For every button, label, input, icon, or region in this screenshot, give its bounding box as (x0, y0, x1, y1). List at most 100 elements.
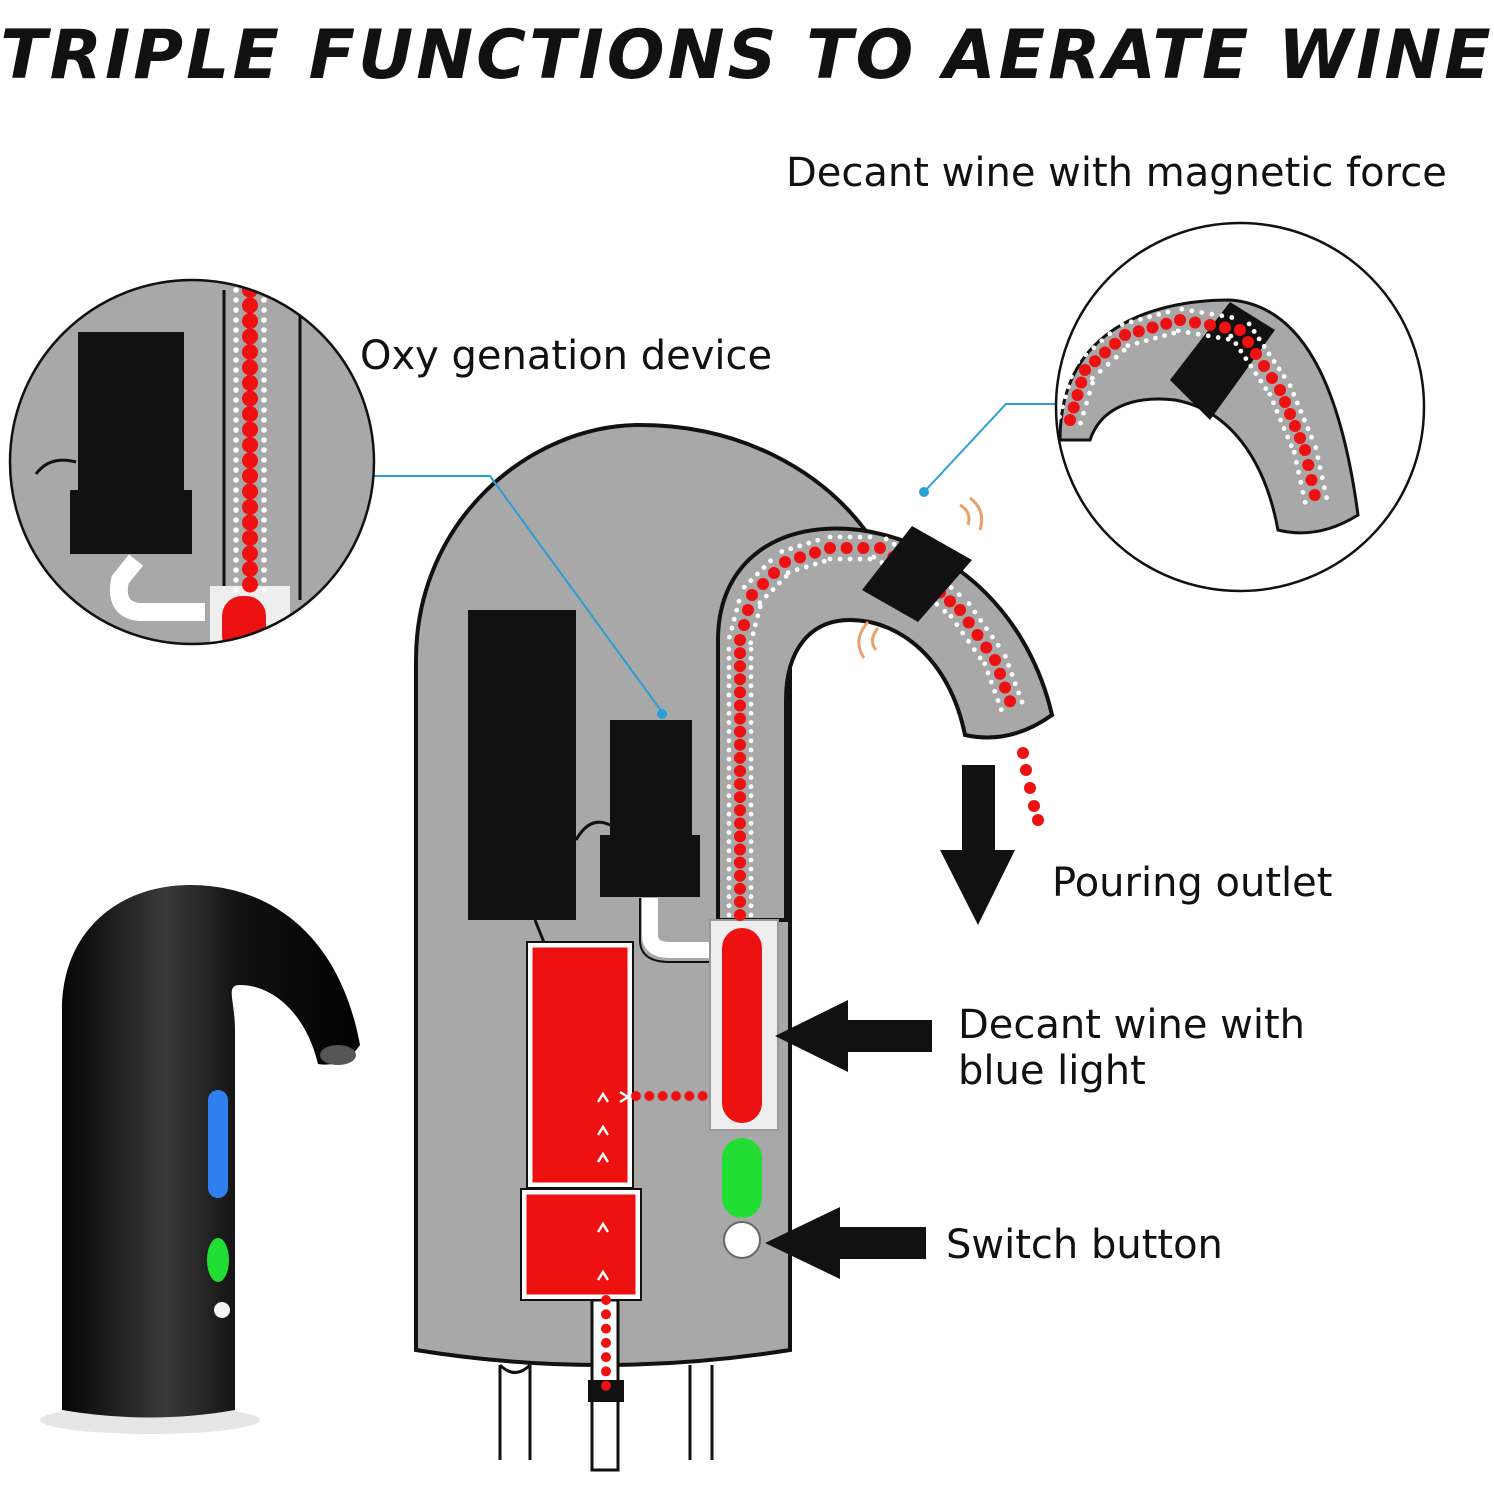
wine-bead (1009, 672, 1015, 677)
wine-bead (1205, 333, 1211, 339)
wine-bead (1089, 375, 1095, 381)
wine-bead (726, 655, 732, 661)
wine-bead (837, 534, 843, 540)
wine-bead (748, 756, 754, 762)
wine-bead (1125, 343, 1131, 349)
wine-bead (1160, 317, 1173, 330)
wine-bead (726, 848, 732, 854)
wine-bead (726, 839, 732, 845)
wine-bead (726, 747, 732, 753)
wine-bead (233, 357, 239, 363)
wine-bead (261, 437, 267, 443)
wine-bead (748, 665, 754, 670)
wine-bead (1278, 417, 1283, 423)
wine-bead (748, 848, 754, 854)
wine-bead (1002, 653, 1008, 659)
wine-bead (942, 608, 948, 614)
wine-bead (837, 556, 843, 562)
wine-bead (741, 584, 747, 590)
wine-bead (748, 857, 754, 863)
wine-bead (734, 895, 746, 908)
bottom-tube-left (498, 1363, 532, 1460)
wine-bead (726, 683, 732, 689)
wine-bead (748, 640, 754, 646)
wine-bead (966, 638, 971, 644)
wine-bead (261, 357, 267, 363)
wine-bead (734, 856, 746, 869)
wine-bead (954, 622, 960, 628)
wine-bead (746, 589, 758, 601)
wine-bead (1019, 699, 1025, 705)
wine-bead (748, 894, 754, 900)
wine-bead (871, 554, 877, 560)
wine-bead (785, 570, 791, 575)
wine-bead (233, 497, 239, 503)
wine-bead (1121, 347, 1127, 353)
pump-motor-outline (520, 1188, 642, 1301)
wine-bead (1078, 420, 1083, 426)
wine-bead (261, 567, 267, 573)
oxygenation-device-base (600, 835, 700, 897)
wine-bead (847, 556, 853, 562)
wine-bead (726, 811, 732, 817)
wine-bead (726, 701, 732, 707)
leader-dot-magnetic (919, 487, 929, 497)
wine-bead (601, 1380, 611, 1391)
wine-bead (734, 751, 746, 764)
wine-bead (726, 665, 732, 670)
wine-bead (989, 634, 995, 640)
wine-bead (1060, 404, 1065, 410)
wine-bead (1067, 401, 1080, 414)
wine-bead (726, 729, 732, 735)
wine-bead (748, 912, 754, 918)
wine-bead (261, 447, 267, 453)
wine-bead (1250, 348, 1262, 360)
wine-bead (1004, 695, 1016, 708)
wine-bead (261, 527, 267, 533)
wine-bead (742, 604, 754, 616)
wine-bead (631, 1091, 641, 1101)
wine-bead (261, 577, 267, 583)
wine-bead (1267, 391, 1273, 397)
label-magnetic-force: Decant wine with magnetic force (786, 150, 1447, 196)
wine-bead (734, 869, 746, 882)
wine-bead (726, 830, 732, 835)
leader-dot-oxy (657, 709, 667, 719)
wine-bead (757, 600, 763, 606)
white-hose-outline (639, 898, 716, 963)
wine-bead (242, 390, 258, 407)
wine-bead (753, 622, 758, 628)
wine-bead (748, 655, 754, 661)
wine-bead (233, 487, 239, 493)
wine-bead (989, 654, 1001, 666)
wine-bead (734, 764, 746, 777)
wine-bead (761, 565, 767, 570)
wine-bead (261, 497, 267, 503)
wine-bead (867, 556, 873, 562)
wine-bead (261, 327, 267, 333)
wine-bead (962, 616, 975, 629)
wine-bead (1063, 394, 1068, 400)
wine-bead (684, 1091, 695, 1101)
wine-bead (729, 625, 735, 631)
wine-bead (867, 534, 873, 540)
wine-bead (1113, 354, 1119, 360)
wine-bead (734, 791, 746, 804)
wine-bead (1276, 366, 1282, 372)
wine-bead (261, 417, 267, 423)
wine-bead (726, 775, 732, 780)
wine-bead (736, 598, 742, 604)
wine-bead (1099, 338, 1105, 344)
label-switch-button: Switch button (946, 1222, 1223, 1268)
wine-bead (978, 617, 984, 623)
wine-bead (803, 564, 809, 570)
wine-bead (242, 452, 258, 469)
wine-bead (233, 507, 239, 513)
wine-bead (1090, 380, 1095, 386)
wine-bead (233, 387, 239, 393)
wine-bead (233, 457, 239, 463)
wine-bead (1229, 315, 1235, 320)
wine-bead (242, 483, 258, 500)
wine-bead (261, 537, 267, 543)
zoom-circle-oxygenation (10, 280, 374, 644)
